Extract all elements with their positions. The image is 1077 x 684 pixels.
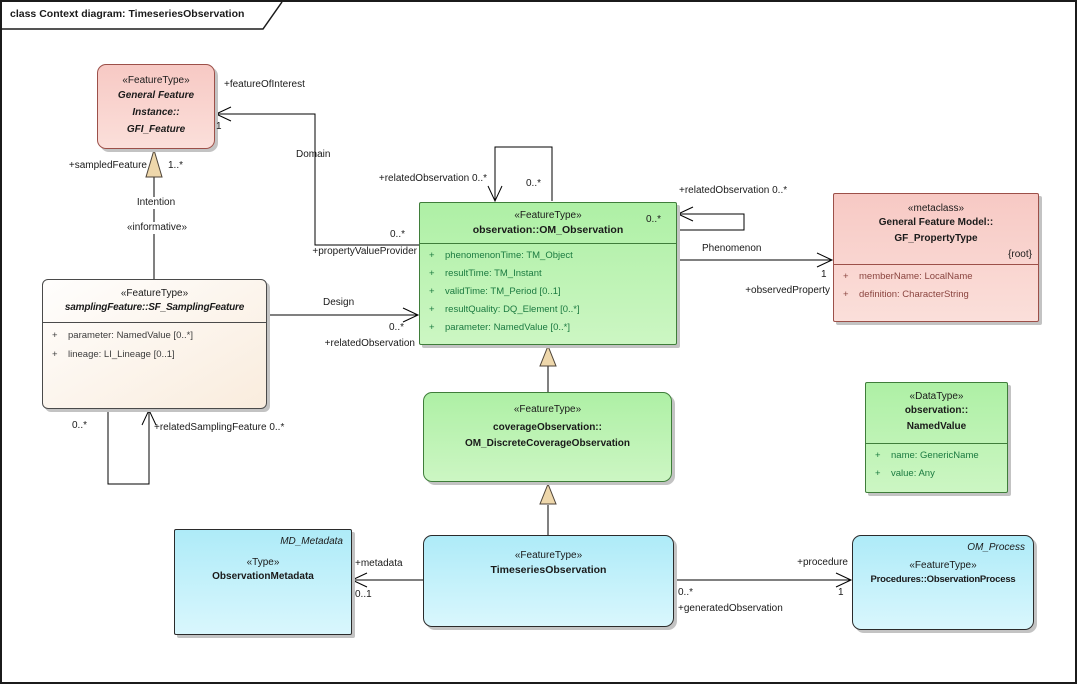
edge-related-observation-right (678, 213, 745, 231)
attribute-row: + lineage: LI_Lineage [0..1] (52, 349, 175, 360)
class-name-line: General Feature (117, 90, 195, 101)
open-arrow-metadata (350, 572, 368, 588)
class-name-line: OM_DiscreteCoverageObservation (464, 438, 631, 449)
classifier-annotation: OM_Process (967, 542, 1025, 553)
attribute-row: + resultQuality: DQ_Element [0..*] (429, 304, 580, 315)
class-om-observation[interactable]: «FeatureType» observation::OM_Observatio… (419, 202, 677, 345)
attribute-row: + parameter: NamedValue [0..*] (429, 322, 570, 333)
edge-related-observation-top (494, 146, 553, 201)
open-arrow-related-observation-right (676, 206, 694, 222)
edge-related-sampling-feature (107, 410, 150, 485)
stereotype: «metaclass» (907, 203, 965, 214)
class-gfi-feature[interactable]: «FeatureType» General Feature Instance::… (97, 64, 215, 149)
role-metadata: +metadata (355, 558, 403, 569)
class-name: TimeseriesObservation (490, 564, 607, 576)
role-sampled-feature: +sampledFeature (68, 160, 147, 171)
class-name: Procedures::ObservationProcess (870, 574, 1016, 585)
class-name-line: GF_PropertyType (894, 233, 978, 244)
stereotype: «FeatureType» (122, 75, 190, 86)
frame-tab-edge (2, 2, 283, 30)
assoc-name-intention: Intention (114, 197, 198, 209)
stereotype: «Type» (246, 557, 280, 568)
assoc-name-phenomenon: Phenomenon (702, 243, 762, 254)
compartment-separator (834, 264, 1038, 265)
mult-procedure: 1 (838, 587, 844, 598)
role-generated-observation: +generatedObservation (678, 603, 783, 614)
mult-related-observation-top: 0..* (526, 178, 542, 189)
attribute-row: + parameter: NamedValue [0..*] (52, 330, 193, 341)
role-feature-of-interest: +featureOfInterest (224, 79, 305, 90)
class-om-discretecoverageobservation[interactable]: «FeatureType» coverageObservation:: OM_D… (423, 392, 672, 482)
class-name: ObservationMetadata (212, 571, 314, 582)
class-observationmetadata[interactable]: MD_Metadata «Type» ObservationMetadata (174, 529, 352, 635)
assoc-stereotype-informative: «informative» (109, 222, 205, 234)
open-arrow-procedure (835, 572, 853, 588)
role-related-observation-design: +relatedObservation (324, 338, 415, 349)
class-gf-propertytype[interactable]: «metaclass» General Feature Model:: GF_P… (833, 193, 1039, 322)
generalization-triangle-odco (539, 482, 557, 505)
stereotype: «FeatureType» (514, 550, 583, 561)
compartment-separator (420, 243, 676, 244)
role-procedure: +procedure (797, 557, 848, 568)
mult-observed-property: 1 (821, 269, 827, 280)
role-property-value-provider: +propertyValueProvider (312, 246, 417, 257)
diagram-title: class Context diagram: TimeseriesObserva… (10, 8, 245, 20)
class-name-line: coverageObservation:: (493, 422, 602, 433)
mult-sampled-feature: 1..* (168, 160, 184, 171)
mult-related-observation-right: 0..* (646, 214, 662, 225)
attribute-row: + resultTime: TM_Instant (429, 268, 542, 279)
stereotype: «FeatureType» (513, 404, 582, 415)
attribute-row: + memberName: LocalName (843, 271, 973, 282)
role-observed-property: +observedProperty (745, 285, 830, 296)
class-name: observation::OM_Observation (472, 224, 624, 236)
mult-generated-observation: 0..* (678, 587, 694, 598)
role-related-observation-right: +relatedObservation 0..* (679, 185, 788, 196)
class-observationprocess[interactable]: OM_Process «FeatureType» Procedures::Obs… (852, 535, 1034, 630)
generalization-triangle-gfi (145, 148, 163, 178)
edge-domain (216, 113, 419, 246)
attribute-row: + value: Any (875, 468, 935, 479)
stereotype: «FeatureType» (120, 288, 189, 299)
open-arrow-feature-of-interest (214, 106, 232, 122)
role-related-observation-top: +relatedObservation 0..* (378, 173, 487, 184)
class-name-line: NamedValue (906, 421, 967, 432)
compartment-separator (43, 322, 266, 323)
mult-related-observation-design: 0..* (389, 322, 405, 333)
root-tag: {root} (1008, 249, 1032, 260)
open-arrow-related-sampling-feature (141, 408, 157, 426)
open-arrow-related-observation-top (487, 185, 503, 203)
class-timeseriesobservation[interactable]: «FeatureType» TimeseriesObservation (423, 535, 674, 627)
mult-related-sampling-feature: 0..* (72, 420, 88, 431)
class-name-line: GFI_Feature (126, 124, 186, 135)
class-name-line: observation:: (904, 405, 969, 416)
class-name-line: Instance:: (132, 107, 180, 118)
mult-property-value-provider: 0..* (390, 229, 406, 240)
generalization-triangle-om (539, 344, 557, 367)
class-name-line: General Feature Model:: (878, 217, 994, 228)
frame-tab: class Context diagram: TimeseriesObserva… (2, 2, 282, 29)
compartment-separator (866, 443, 1007, 444)
mult-metadata: 0..1 (355, 589, 372, 600)
attribute-row: + definition: CharacterString (843, 289, 969, 300)
class-sf-samplingfeature[interactable]: «FeatureType» samplingFeature::SF_Sampli… (42, 279, 267, 409)
attribute-row: + phenomenonTime: TM_Object (429, 250, 573, 261)
open-arrow-phenomenon (816, 252, 834, 268)
classifier-annotation: MD_Metadata (280, 536, 343, 547)
role-related-sampling-feature: +relatedSamplingFeature 0..* (154, 422, 285, 433)
attribute-row: + name: GenericName (875, 450, 979, 461)
open-arrow-design (402, 307, 420, 323)
stereotype: «FeatureType» (514, 210, 582, 221)
assoc-name-domain: Domain (296, 149, 331, 160)
class-name: samplingFeature::SF_SamplingFeature (64, 302, 245, 313)
class-namedvalue[interactable]: «DataType» observation:: NamedValue + na… (865, 382, 1008, 493)
mult-feature-of-interest: 1 (216, 121, 222, 132)
stereotype: «FeatureType» (909, 560, 977, 571)
assoc-name-design: Design (323, 297, 355, 308)
stereotype: «DataType» (909, 391, 964, 402)
attribute-row: + validTime: TM_Period [0..1] (429, 286, 561, 297)
